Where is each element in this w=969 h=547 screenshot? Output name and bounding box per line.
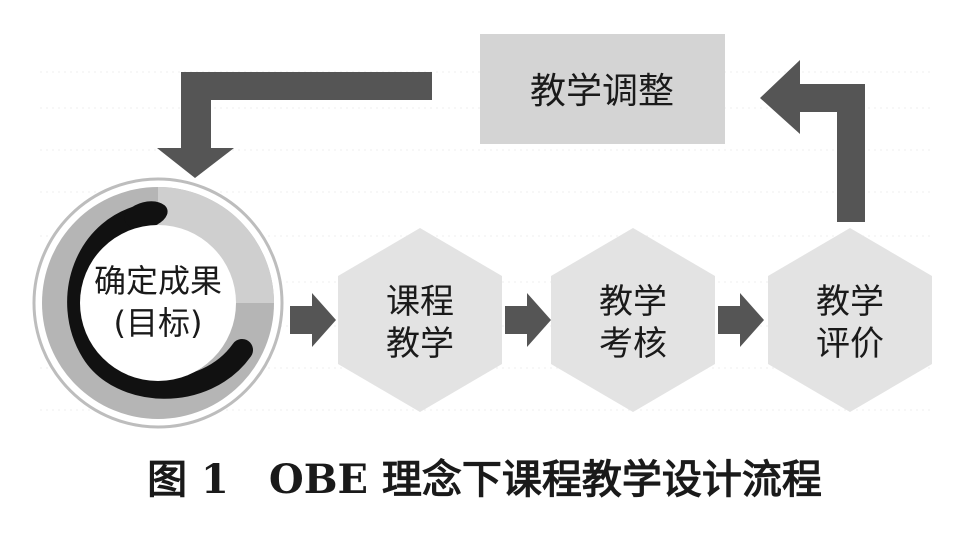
brush-tip: [124, 201, 168, 229]
evaluation-line1: 教学: [816, 282, 884, 322]
feedback-arrow: [760, 60, 865, 222]
outcome-circle: 确定成果 (目标): [32, 177, 284, 429]
outcome-label-line1: 确定成果: [94, 262, 222, 300]
caption-text: OBE 理念下课程教学设计流程: [268, 456, 822, 503]
figure-caption: 图 1 OBE 理念下课程教学设计流程: [0, 452, 969, 508]
outcome-label-line2: (目标): [114, 304, 203, 342]
adjustment-label: 教学调整: [530, 71, 674, 112]
flow-arrow-2: [505, 293, 551, 347]
course-teaching-line1: 课程: [386, 282, 454, 322]
course-teaching-hexagon: [338, 228, 502, 412]
flow-arrow-1: [290, 293, 336, 347]
flow-arrow-3: [718, 293, 764, 347]
evaluation-line2: 评价: [816, 324, 884, 364]
evaluation-hexagon: [768, 228, 932, 412]
brush-stroke: [67, 203, 253, 399]
assessment-line2: 考核: [599, 324, 667, 364]
course-teaching-line2: 教学: [386, 324, 454, 364]
assessment-line1: 教学: [599, 282, 667, 322]
adjustment-box: [480, 34, 725, 144]
return-arrow: [157, 72, 432, 178]
caption-label: 图 1: [147, 456, 229, 503]
obe-flow-diagram: 教学调整 确定成果 (目标) 课程 教学 教学 考核: [32, 34, 932, 429]
assessment-hexagon: [551, 228, 715, 412]
